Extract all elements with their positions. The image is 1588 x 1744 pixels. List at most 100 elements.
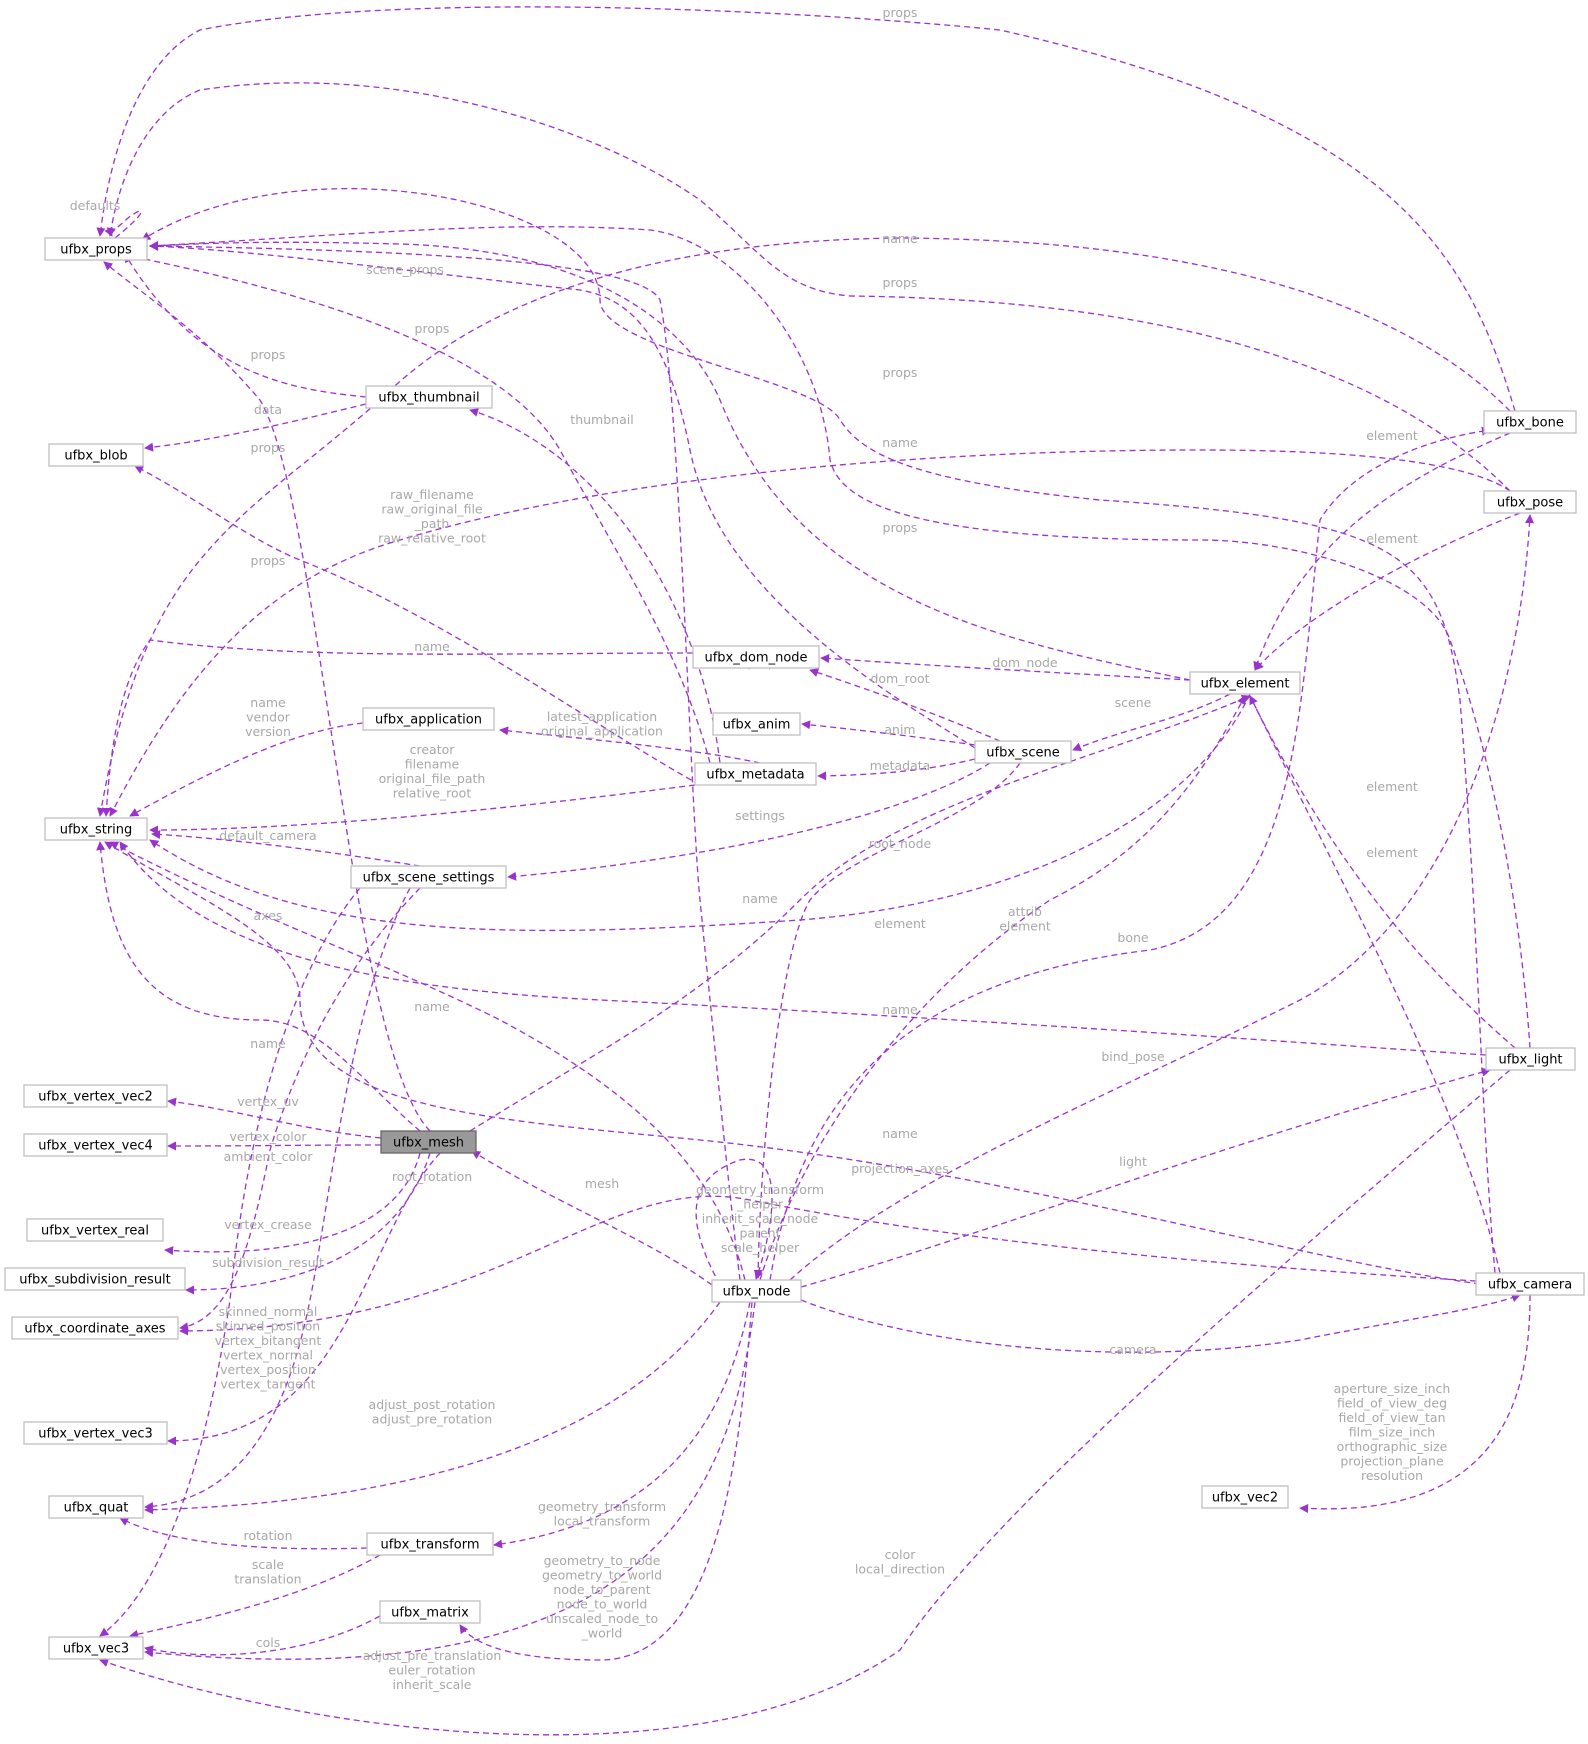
node-label[interactable]: ufbx_scene xyxy=(986,746,1059,761)
node-box[interactable] xyxy=(44,237,148,261)
node-label[interactable]: ufbx_quat xyxy=(64,1501,129,1516)
node-blob[interactable]: ufbx_blob xyxy=(48,443,144,467)
node-label[interactable]: ufbx_matrix xyxy=(391,1606,469,1621)
node-box[interactable] xyxy=(712,712,801,736)
node-box[interactable] xyxy=(1189,671,1301,695)
edge-label-camera-to-props: props xyxy=(883,365,918,380)
node-label[interactable]: ufbx_thumbnail xyxy=(378,391,479,406)
node-node[interactable]: ufbx_node xyxy=(711,1279,802,1303)
node-box[interactable] xyxy=(366,1532,494,1556)
edge-label-line: camera xyxy=(1109,1342,1156,1357)
node-label[interactable]: ufbx_pose xyxy=(1497,496,1563,511)
node-box[interactable] xyxy=(365,385,493,409)
node-box[interactable] xyxy=(379,1600,481,1624)
node-bone[interactable]: ufbx_bone xyxy=(1483,410,1577,434)
node-box[interactable] xyxy=(48,1636,144,1660)
edge-node-to-props xyxy=(149,241,741,1281)
node-box[interactable] xyxy=(48,443,144,467)
edge-label-scene_settings-to-vec3: ambient_color xyxy=(224,1149,314,1164)
node-vertex-vec3[interactable]: ufbx_vertex_vec3 xyxy=(23,1421,168,1445)
node-label[interactable]: ufbx_transform xyxy=(381,1538,480,1553)
node-box[interactable] xyxy=(362,707,495,731)
node-box[interactable] xyxy=(11,1316,179,1340)
edge-node-to-node xyxy=(695,1158,773,1286)
edge-label-line: _helper xyxy=(736,1197,784,1212)
node-thumbnail[interactable]: ufbx_thumbnail xyxy=(365,385,493,409)
node-application[interactable]: ufbx_application xyxy=(362,707,495,731)
node-light[interactable]: ufbx_light xyxy=(1485,1047,1576,1071)
node-box[interactable] xyxy=(26,1218,164,1242)
node-scene-settings[interactable]: ufbx_scene_settings xyxy=(350,865,507,889)
node-box[interactable] xyxy=(1475,1272,1585,1296)
node-box[interactable] xyxy=(1483,490,1577,514)
node-vertex-vec2[interactable]: ufbx_vertex_vec2 xyxy=(23,1084,168,1108)
node-box[interactable] xyxy=(4,1267,186,1291)
node-element[interactable]: ufbx_element xyxy=(1189,671,1301,695)
node-box[interactable] xyxy=(350,865,507,889)
node-label[interactable]: ufbx_vec3 xyxy=(63,1642,129,1657)
node-box[interactable] xyxy=(23,1084,168,1108)
node-box[interactable] xyxy=(380,1130,477,1154)
edge-label-scene-to-node: root_node xyxy=(869,836,932,851)
node-string[interactable]: ufbx_string xyxy=(44,817,148,841)
edge-label-line: root_node xyxy=(869,836,932,851)
edge-label-line: geometry_transform xyxy=(696,1182,824,1197)
node-vertex-vec4[interactable]: ufbx_vertex_vec4 xyxy=(23,1133,168,1157)
node-label[interactable]: ufbx_props xyxy=(60,243,132,258)
node-transform[interactable]: ufbx_transform xyxy=(366,1532,494,1556)
node-label[interactable]: ufbx_mesh xyxy=(393,1136,464,1151)
node-label[interactable]: ufbx_subdivision_result xyxy=(19,1273,171,1288)
node-label[interactable]: ufbx_anim xyxy=(723,718,791,733)
node-quat[interactable]: ufbx_quat xyxy=(48,1495,144,1519)
node-label[interactable]: ufbx_light xyxy=(1498,1053,1562,1068)
edge-label-line: subdivision_result xyxy=(212,1255,324,1270)
node-box[interactable] xyxy=(974,740,1072,764)
edge-label-line: aperture_size_inch xyxy=(1334,1381,1451,1396)
node-box[interactable] xyxy=(1483,410,1577,434)
node-vec3[interactable]: ufbx_vec3 xyxy=(48,1636,144,1660)
node-label[interactable]: ufbx_node xyxy=(723,1285,791,1300)
node-label[interactable]: ufbx_vertex_vec4 xyxy=(38,1139,152,1154)
node-vec2[interactable]: ufbx_vec2 xyxy=(1201,1485,1289,1509)
node-label[interactable]: ufbx_dom_node xyxy=(704,651,807,666)
node-mesh[interactable]: ufbx_mesh xyxy=(380,1130,477,1154)
node-label[interactable]: ufbx_vertex_real xyxy=(41,1224,149,1239)
edge-label-line: vendor xyxy=(246,710,291,725)
node-box[interactable] xyxy=(23,1421,168,1445)
node-matrix[interactable]: ufbx_matrix xyxy=(379,1600,481,1624)
node-box[interactable] xyxy=(694,762,817,786)
node-metadata[interactable]: ufbx_metadata xyxy=(694,762,817,786)
node-label[interactable]: ufbx_coordinate_axes xyxy=(24,1322,165,1337)
node-label[interactable]: ufbx_vertex_vec2 xyxy=(38,1090,152,1105)
node-dom-node[interactable]: ufbx_dom_node xyxy=(692,645,820,669)
node-props[interactable]: ufbx_props xyxy=(44,237,148,261)
node-label[interactable]: ufbx_blob xyxy=(64,449,127,464)
node-box[interactable] xyxy=(692,645,820,669)
node-label[interactable]: ufbx_application xyxy=(375,713,482,728)
node-scene[interactable]: ufbx_scene xyxy=(974,740,1072,764)
node-subdivision-result[interactable]: ufbx_subdivision_result xyxy=(4,1267,186,1291)
node-box[interactable] xyxy=(1201,1485,1289,1509)
node-box[interactable] xyxy=(711,1279,802,1303)
edge-label-line: props xyxy=(251,347,286,362)
node-box[interactable] xyxy=(44,817,148,841)
node-pose[interactable]: ufbx_pose xyxy=(1483,490,1577,514)
node-label[interactable]: ufbx_camera xyxy=(1488,1278,1572,1293)
node-label[interactable]: ufbx_bone xyxy=(1496,416,1564,431)
node-label[interactable]: ufbx_element xyxy=(1201,677,1290,692)
node-box[interactable] xyxy=(48,1495,144,1519)
node-anim[interactable]: ufbx_anim xyxy=(712,712,801,736)
node-label[interactable]: ufbx_scene_settings xyxy=(363,871,495,886)
node-label[interactable]: ufbx_metadata xyxy=(706,768,804,783)
node-label[interactable]: ufbx_vec2 xyxy=(1212,1491,1278,1506)
edge-label-line: raw_relative_root xyxy=(378,531,486,546)
node-box[interactable] xyxy=(23,1133,168,1157)
edge-camera-to-coordinate_axes xyxy=(179,1195,1477,1336)
node-box[interactable] xyxy=(1485,1047,1576,1071)
node-vertex-real[interactable]: ufbx_vertex_real xyxy=(26,1218,164,1242)
node-coordinate-axes[interactable]: ufbx_coordinate_axes xyxy=(11,1316,179,1340)
node-label[interactable]: ufbx_vertex_vec3 xyxy=(38,1427,152,1442)
node-camera[interactable]: ufbx_camera xyxy=(1475,1272,1585,1296)
node-label[interactable]: ufbx_string xyxy=(60,823,133,838)
